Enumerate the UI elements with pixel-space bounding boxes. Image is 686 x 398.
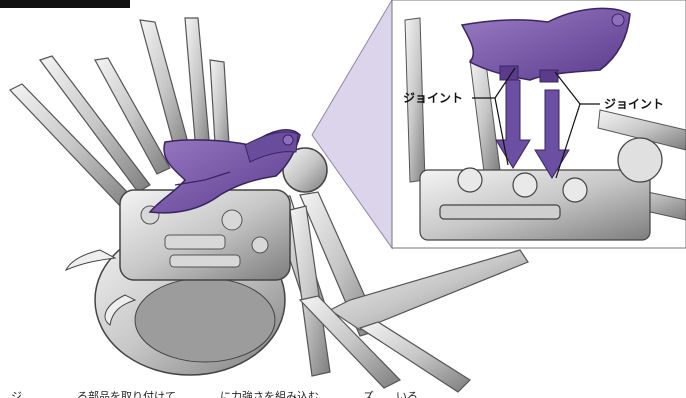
joint-label-right: ジョイント (604, 97, 664, 111)
abdomen-shell (135, 278, 275, 362)
joint-label-left: ジョイント (403, 91, 463, 105)
caption-footer: …ジ……………る部品を取り付けて…………に力強さを組み込む…………ズ……いる……… (0, 386, 686, 398)
inset-detail: ジョイント ジョイント (392, 0, 686, 248)
